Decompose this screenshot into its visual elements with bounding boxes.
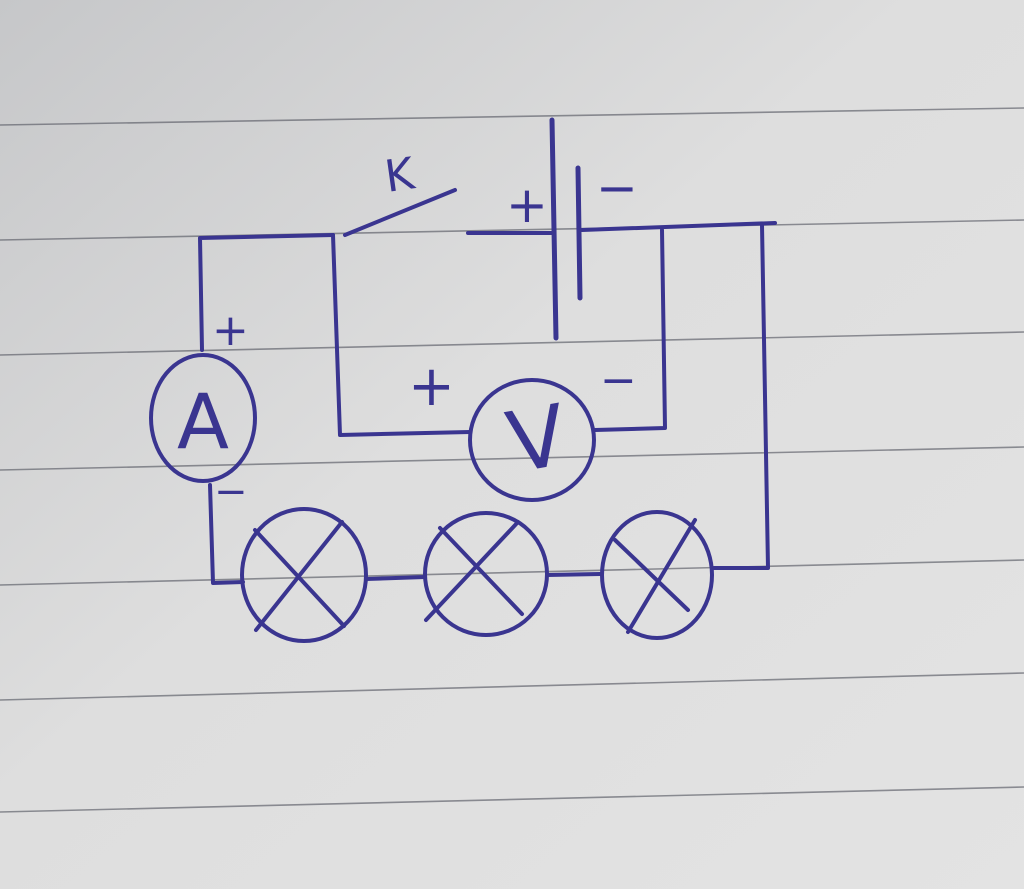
switch: K (343, 148, 457, 237)
battery-positive-sign: + (506, 176, 548, 234)
wire-voltmeter-left (331, 233, 472, 437)
voltmeter-negative-sign: − (600, 355, 637, 406)
switch-blade (343, 188, 457, 237)
wire-right-side (712, 223, 770, 570)
circuit-wires (198, 221, 777, 585)
ammeter-circle (149, 353, 257, 483)
lamp-1 (240, 507, 368, 643)
lamp-1-cross-b (254, 520, 344, 632)
wire-battery-right (580, 221, 777, 232)
ammeter-positive-sign: + (212, 305, 249, 356)
ammeter-symbol: A (177, 377, 229, 466)
voltmeter-positive-sign: + (408, 354, 455, 419)
wire-lamp1-lamp2 (364, 575, 427, 581)
lamp-2-circle (423, 511, 549, 637)
ammeter-negative-sign: − (214, 469, 248, 515)
battery-long-plate (549, 117, 559, 341)
lamp-2-cross-b (424, 520, 520, 622)
lamp-3 (600, 510, 714, 640)
battery: + − (506, 117, 638, 341)
lamp-3-circle (600, 510, 714, 640)
ammeter: A + − (149, 305, 257, 515)
wire-lamp2-lamp3 (545, 572, 602, 577)
voltmeter-circle (468, 378, 596, 502)
wire-voltmeter-right (593, 228, 667, 432)
lamp-2 (423, 511, 549, 637)
wire-ammeter-lamps (208, 483, 245, 585)
lamp-3-cross-a (613, 538, 690, 612)
battery-short-plate (575, 165, 583, 301)
battery-negative-sign: − (596, 159, 638, 217)
wire-top-left (198, 233, 335, 352)
lamp-2-cross-a (438, 526, 524, 616)
lamp-1-circle (240, 507, 368, 643)
lamp-3-cross-b (626, 518, 697, 634)
